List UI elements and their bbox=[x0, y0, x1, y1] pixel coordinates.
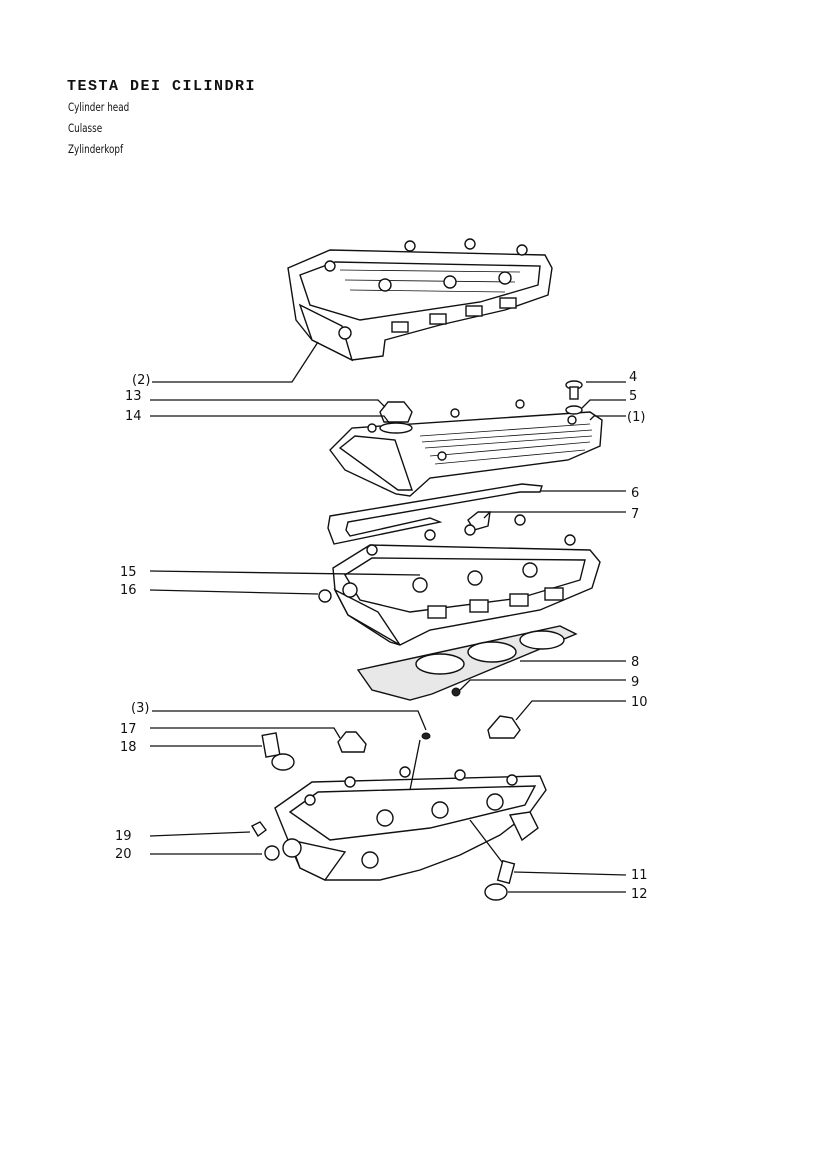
subtitle-german: Zylinderkopf bbox=[68, 142, 124, 156]
plug-3 bbox=[421, 732, 431, 740]
cover-bolt bbox=[565, 380, 583, 400]
callout-1: (1) bbox=[627, 410, 645, 425]
callout-4: 4 bbox=[629, 370, 637, 385]
leader-lines bbox=[149, 341, 627, 893]
callout-labels: (2) 13 14 4 5 (1) 6 7 15 16 8 9 (3) 10 1… bbox=[115, 370, 648, 902]
callout-3: (3) bbox=[131, 701, 149, 716]
page-title: TESTA DEI CILINDRI bbox=[67, 78, 257, 95]
callout-9: 9 bbox=[631, 675, 639, 690]
seal-12 bbox=[484, 883, 508, 901]
cover-washer bbox=[565, 405, 583, 415]
bare-cylinder-head bbox=[274, 766, 547, 881]
callout-16: 16 bbox=[120, 583, 137, 598]
oil-filler-cap bbox=[379, 401, 413, 434]
subtitle-french: Culasse bbox=[68, 121, 103, 135]
head-gasket bbox=[356, 625, 578, 701]
callout-10: 10 bbox=[631, 695, 648, 710]
callout-6: 6 bbox=[631, 486, 639, 501]
callout-19: 19 bbox=[115, 829, 132, 844]
plug-19 bbox=[251, 821, 267, 838]
callout-8: 8 bbox=[631, 655, 639, 670]
callout-2: (2) bbox=[132, 373, 150, 388]
callout-7: 7 bbox=[631, 507, 639, 522]
callout-14: 14 bbox=[125, 409, 142, 424]
callout-11: 11 bbox=[631, 868, 648, 883]
plug-16 bbox=[318, 589, 332, 603]
plug-20 bbox=[264, 838, 302, 861]
cam-bracket-10 bbox=[487, 715, 521, 739]
dowel-9 bbox=[451, 687, 461, 697]
middle-cylinder-head bbox=[332, 514, 601, 646]
sleeve-11 bbox=[496, 859, 516, 885]
callout-12: 12 bbox=[631, 887, 648, 902]
cover-gasket bbox=[327, 483, 543, 545]
assembled-cylinder-head bbox=[287, 238, 553, 362]
callout-17: 17 bbox=[120, 722, 137, 737]
cam-cover bbox=[329, 399, 603, 497]
sleeve-18 bbox=[261, 732, 295, 771]
cam-bracket-17 bbox=[337, 731, 367, 753]
callout-20: 20 bbox=[115, 847, 132, 862]
callout-15: 15 bbox=[120, 565, 137, 580]
subtitle-english: Cylinder head bbox=[68, 100, 130, 114]
callout-13: 13 bbox=[125, 389, 142, 404]
callout-5: 5 bbox=[629, 389, 637, 404]
callout-18: 18 bbox=[120, 740, 137, 755]
